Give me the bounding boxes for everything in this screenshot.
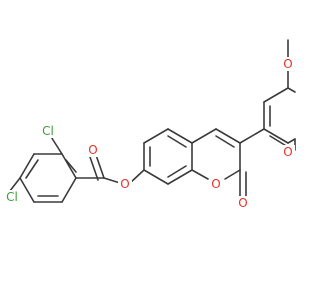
bond [167, 135, 187, 148]
oxygen-atom-label: O [88, 143, 97, 157]
bond [19, 177, 35, 203]
bond [167, 165, 187, 178]
bond [143, 169, 169, 185]
bond [287, 138, 296, 144]
oxygen-atom-label: O [211, 177, 220, 191]
bond [191, 128, 217, 144]
bond [19, 153, 35, 179]
bond [263, 128, 289, 144]
molecule-canvas: Cl Cl O O O O O O [0, 39, 296, 210]
bond [129, 169, 145, 184]
bond [61, 177, 77, 203]
bond [191, 169, 209, 180]
bond [215, 135, 235, 148]
bond [167, 169, 193, 185]
bond [95, 154, 105, 179]
bond [143, 128, 169, 144]
bond [215, 128, 241, 144]
bond [25, 159, 39, 179]
bond-layer [5, 39, 296, 203]
oxygen-atom-label: O [120, 177, 129, 191]
chemical-structure-diagram: Cl Cl O O O O O O [0, 39, 296, 210]
oxygen-atom-label: O [283, 57, 292, 71]
oxygen-atom-label: O [283, 145, 292, 159]
bond [65, 159, 77, 173]
bond [287, 87, 296, 93]
oxygen-atom-label: O [238, 196, 247, 210]
bond [167, 128, 193, 144]
bond [103, 177, 121, 184]
bond [224, 169, 241, 180]
atom-layer: Cl Cl O O O O O O [0, 57, 295, 210]
chlorine-atom-label: Cl [42, 124, 54, 138]
chlorine-atom-label: Cl [6, 190, 18, 204]
bond [263, 87, 289, 103]
bond [89, 156, 99, 181]
bond [239, 128, 265, 144]
bond [61, 153, 77, 179]
